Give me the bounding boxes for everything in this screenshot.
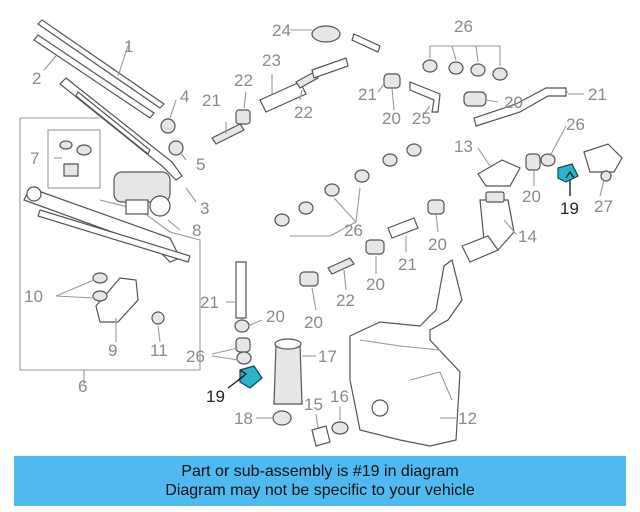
callout-14: 14 — [518, 227, 537, 246]
grommet-pump — [272, 410, 292, 426]
callout-11: 11 — [150, 341, 168, 360]
callout-8: 8 — [192, 221, 201, 240]
washer-pump — [273, 343, 303, 405]
callout-22-b: 22 — [294, 103, 313, 122]
callout-26-d: 26 — [186, 347, 205, 366]
callout-25: 25 — [412, 109, 431, 128]
callout-7: 7 — [30, 149, 39, 168]
callout-20-a: 20 — [382, 109, 401, 128]
wiper-motor — [113, 171, 171, 217]
banner-line-1: Part or sub-assembly is #19 in diagram — [181, 463, 459, 480]
clips-middle — [274, 143, 422, 227]
hose-vertical — [235, 261, 247, 319]
callout-27: 27 — [594, 197, 613, 216]
clips-top — [422, 59, 508, 81]
callout-9: 9 — [108, 341, 117, 360]
seal-ring — [331, 421, 349, 435]
callout-20-f: 20 — [304, 313, 323, 332]
washer-nozzle — [583, 143, 623, 173]
coupling-mid — [427, 199, 445, 215]
callout-4: 4 — [180, 87, 189, 106]
callout-24: 24 — [272, 21, 291, 40]
bracket — [92, 272, 139, 323]
callout-19-upper: 19 — [560, 199, 579, 218]
callout-22-a: 22 — [234, 71, 253, 90]
nut-cap — [168, 140, 184, 156]
callout-10: 10 — [24, 287, 43, 306]
callout-3: 3 — [200, 199, 209, 218]
hose-coupling-2 — [463, 91, 487, 107]
wiper-linkage — [23, 186, 191, 263]
check-valve-mid — [327, 257, 355, 275]
y-connector — [409, 81, 441, 113]
callout-21-a: 21 — [202, 91, 221, 110]
callout-17: 17 — [318, 347, 337, 366]
callout-18: 18 — [234, 409, 253, 428]
callout-6: 6 — [78, 377, 87, 396]
callout-21-c: 21 — [588, 85, 607, 104]
hose-small — [211, 123, 245, 145]
callout-22-c: 22 — [336, 291, 355, 310]
callout-16: 16 — [330, 387, 349, 406]
callout-20-b: 20 — [504, 93, 523, 112]
callout-26-a: 26 — [454, 17, 473, 36]
clip-low-2 — [236, 351, 252, 365]
hose-mid — [387, 217, 419, 239]
info-banner: Part or sub-assembly is #19 in diagram D… — [14, 456, 626, 506]
callout-2: 2 — [32, 69, 41, 88]
nut — [151, 311, 165, 325]
callout-23: 23 — [262, 51, 281, 70]
callout-20-g: 20 — [266, 307, 285, 326]
callout-1: 1 — [124, 37, 133, 56]
wiper-blade — [33, 19, 165, 119]
callout-21-e: 21 — [200, 293, 219, 312]
coupling-low — [235, 337, 251, 353]
hose-segment — [311, 57, 349, 79]
check-valve — [295, 71, 319, 89]
callout-21-b: 21 — [358, 85, 377, 104]
banner-line-2: Diagram may not be specific to your vehi… — [165, 482, 475, 499]
washer-reservoir — [349, 235, 499, 447]
clip-low-1 — [234, 319, 250, 333]
callout-20-d: 20 — [428, 235, 447, 254]
grommet-kit — [59, 140, 92, 177]
t-piece — [351, 33, 381, 53]
callout-13: 13 — [454, 137, 473, 156]
washer-hose-right — [473, 87, 567, 127]
coupling-mid-2 — [365, 239, 385, 255]
callout-15: 15 — [304, 395, 323, 414]
highlight-part-19-lower — [239, 365, 263, 389]
callout-20-e: 20 — [366, 275, 385, 294]
coupling-mid-3 — [299, 271, 319, 287]
hose-coupling — [383, 73, 401, 89]
callout-19-lower: 19 — [206, 387, 225, 406]
hose-connector — [259, 81, 307, 113]
nozzle-bracket — [477, 159, 521, 187]
callout-26-b: 26 — [566, 115, 585, 134]
clip-right — [540, 153, 556, 167]
callout-5: 5 — [196, 155, 205, 174]
connector-small — [235, 109, 251, 125]
grommet — [311, 25, 341, 43]
highlight-part-19-upper — [557, 163, 579, 183]
callout-21-d: 21 — [398, 255, 417, 274]
wiper-arm — [59, 77, 183, 181]
callout-20-c: 20 — [522, 187, 541, 206]
cap — [160, 118, 176, 134]
callout-26-c: 26 — [344, 221, 363, 240]
hose-end — [525, 153, 541, 171]
level-sensor — [311, 425, 331, 447]
diagram-canvas: 1 2 3 4 5 6 7 8 9 10 11 12 13 14 15 16 1… — [19, 17, 623, 447]
callout-12: 12 — [458, 409, 477, 428]
